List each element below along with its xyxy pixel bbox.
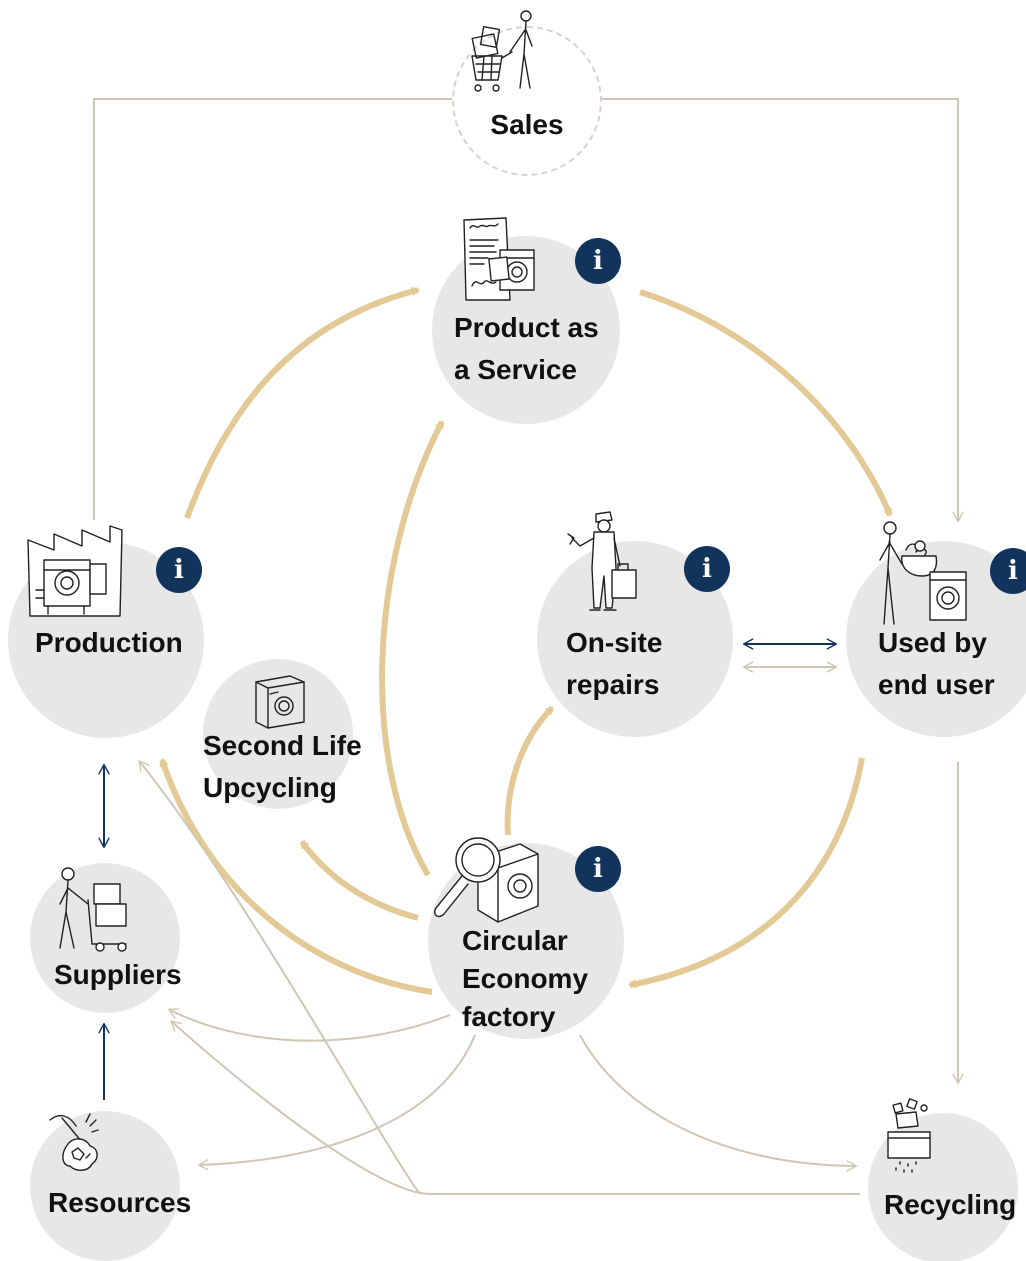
paas-to-end-user-arrow: [639, 289, 893, 517]
sales-to-end-user-line: [602, 98, 964, 523]
sales-label: Sales: [490, 109, 564, 140]
magnifier-washing-machine-icon: [434, 837, 539, 923]
used-by-end-user-label: Used by end user: [878, 627, 995, 700]
on-site-repairs-info-button[interactable]: i: [684, 546, 730, 592]
recycling-to-suppliers-line: [170, 1020, 860, 1195]
on-site-repairs-label: On-site repairs: [566, 627, 663, 700]
resources-node[interactable]: [30, 1111, 180, 1261]
product-as-service-label: Product as a Service: [454, 312, 599, 385]
production-info-button[interactable]: i: [156, 547, 202, 593]
product-as-service-info-button[interactable]: i: [575, 238, 621, 284]
second-life-label: Second Life Upcycling: [203, 730, 362, 803]
supplier-trolley-icon: [59, 867, 127, 952]
circular-factory-label: Circular Economy factory: [462, 925, 589, 1032]
used-by-end-user-info-button[interactable]: i: [990, 548, 1026, 594]
factory-to-resources-line: [197, 1034, 476, 1171]
repair-technician-icon: [567, 511, 637, 611]
shopping-cart-person-icon: [471, 10, 533, 92]
factory-to-recycling-line: [579, 1034, 858, 1172]
resources-label: Resources: [48, 1187, 192, 1218]
pickaxe-ore-icon: [49, 1113, 99, 1171]
recycling-to-production-line: [138, 760, 421, 1195]
factory-to-repairs-arrow: [504, 705, 555, 836]
factory-to-second-life-arrow: [299, 840, 419, 921]
shredder-icon: [887, 1098, 931, 1173]
washing-machine-icon: [255, 675, 305, 729]
end-user-to-factory-arrow: [628, 757, 865, 989]
recycling-label: Recycling: [884, 1189, 1017, 1220]
circular-factory-info-button[interactable]: i: [575, 846, 621, 892]
sales-to-production-line: [93, 98, 454, 520]
contract-document-icon: [463, 217, 535, 301]
production-label: Production: [35, 627, 183, 658]
factory-to-production-arrow: [159, 758, 433, 995]
laundry-user-icon: [879, 521, 967, 625]
production-to-paas-arrow: [184, 287, 420, 520]
factory-icon: [27, 525, 123, 617]
sales-node[interactable]: [452, 26, 602, 176]
suppliers-label: Suppliers: [54, 959, 182, 990]
factory-to-suppliers-line: [168, 1008, 451, 1042]
factory-to-paas-arrow: [379, 420, 445, 877]
second-life-node[interactable]: [203, 659, 353, 809]
